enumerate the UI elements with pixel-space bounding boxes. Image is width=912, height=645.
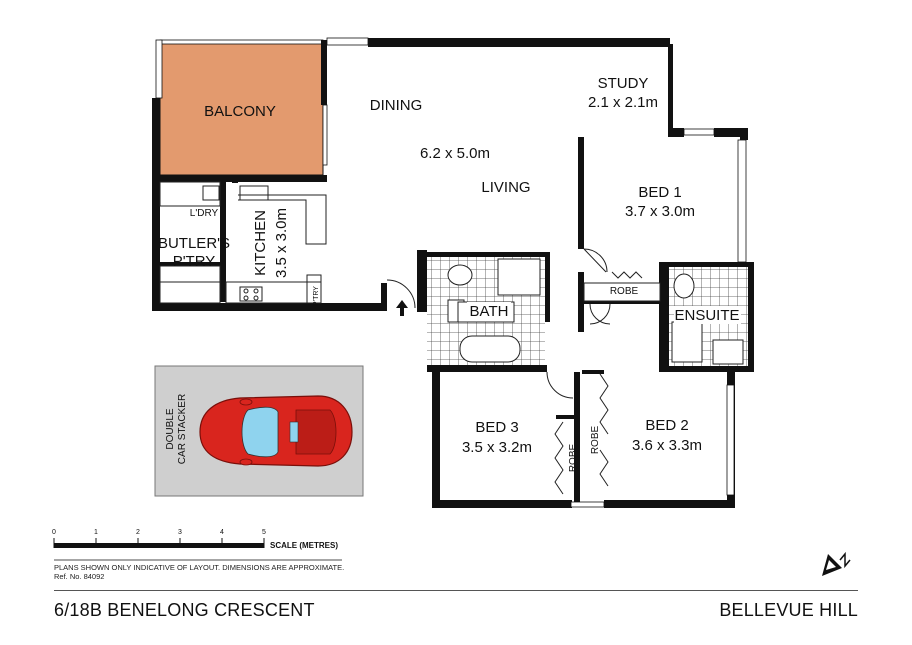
balcony-railing-top bbox=[159, 39, 324, 45]
reference-number: Ref. No. 84092 bbox=[54, 572, 104, 581]
scale-tick-3: 3 bbox=[178, 529, 182, 536]
label-bath: BATH bbox=[470, 303, 509, 320]
footer-divider bbox=[54, 590, 858, 591]
label-car-stacker-1: DOUBLE bbox=[165, 408, 176, 449]
label-bed2: BED 2 bbox=[645, 417, 688, 434]
scale-tick-2: 2 bbox=[136, 529, 140, 536]
label-dining: DINING bbox=[370, 97, 423, 114]
robe-doors bbox=[554, 271, 643, 495]
windows bbox=[322, 37, 747, 508]
car-icon bbox=[199, 395, 353, 467]
label-robe-bed1: ROBE bbox=[610, 286, 639, 297]
kitchen-fittings bbox=[159, 181, 327, 304]
balcony-railing-left bbox=[155, 39, 163, 99]
scale-label: SCALE (METRES) bbox=[270, 541, 338, 550]
property-address: 6/18B BENELONG CRESCENT bbox=[54, 600, 315, 620]
label-ensuite: ENSUITE bbox=[674, 307, 739, 324]
label-ldry: L'DRY bbox=[190, 208, 219, 219]
label-bed2-dims: 3.6 x 3.3m bbox=[632, 437, 702, 454]
label-butlers-ptry: P'TRY bbox=[173, 253, 216, 270]
label-balcony: BALCONY bbox=[204, 103, 276, 120]
label-car-stacker-2: CAR STACKER bbox=[177, 394, 188, 464]
bath-label-bg bbox=[467, 302, 511, 320]
label-living-dims: 6.2 x 5.0m bbox=[420, 145, 490, 162]
ensuite-label-bg bbox=[674, 306, 741, 324]
label-butlers: BUTLER'S bbox=[158, 235, 230, 252]
label-study-dims: 2.1 x 2.1m bbox=[588, 94, 658, 111]
label-bed1-dims: 3.7 x 3.0m bbox=[625, 203, 695, 220]
scale-bar: 0 1 2 3 4 5 SCALE (METRES) bbox=[52, 529, 342, 561]
scale-tick-4: 4 bbox=[220, 529, 224, 536]
scale-tick-5: 5 bbox=[262, 529, 266, 536]
label-robe-bed3: ROBE bbox=[568, 444, 579, 473]
label-bed3-dims: 3.5 x 3.2m bbox=[462, 439, 532, 456]
label-bed1: BED 1 bbox=[638, 184, 681, 201]
label-living: LIVING bbox=[481, 179, 530, 196]
label-study: STUDY bbox=[598, 75, 649, 92]
label-robe-bed2: ROBE bbox=[590, 426, 601, 455]
floor-plan: BALCONY DINING 6.2 x 5.0m LIVING STUDY 2… bbox=[52, 37, 851, 581]
scale-tick-1: 1 bbox=[94, 529, 98, 536]
label-kitchen-dims: 3.5 x 3.0m bbox=[273, 208, 290, 278]
scale-tick-0: 0 bbox=[52, 529, 56, 536]
label-bed3: BED 3 bbox=[475, 419, 518, 436]
label-kitchen: KITCHEN bbox=[252, 210, 269, 276]
balcony-area bbox=[159, 41, 324, 176]
property-suburb: BELLEVUE HILL bbox=[719, 600, 858, 620]
entry-arrow-icon bbox=[396, 300, 408, 316]
label-ptry: P'TRY bbox=[313, 286, 320, 306]
north-arrow-icon bbox=[822, 551, 851, 576]
disclaimer-note: PLANS SHOWN ONLY INDICATIVE OF LAYOUT. D… bbox=[54, 563, 344, 572]
